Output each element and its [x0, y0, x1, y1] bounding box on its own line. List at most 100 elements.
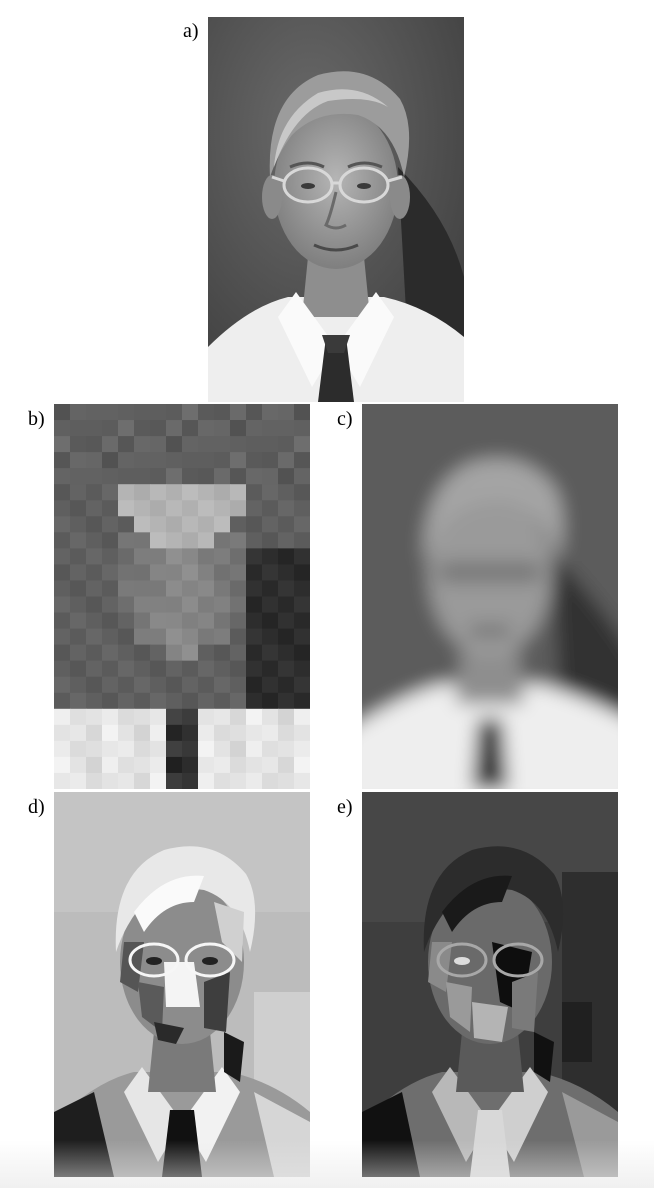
mosaic-block [102, 532, 119, 549]
mosaic-block [198, 628, 215, 646]
mosaic-block [134, 500, 151, 517]
mosaic-block [134, 452, 151, 469]
portrait-posterized-light [54, 792, 310, 1177]
mosaic-block [262, 580, 279, 597]
mosaic-block [262, 564, 279, 581]
mosaic-block [198, 580, 215, 597]
mosaic-block [246, 692, 263, 710]
mosaic-block [54, 404, 71, 421]
mosaic-block [166, 628, 183, 646]
mosaic-block [294, 564, 310, 581]
mosaic-block [262, 532, 279, 549]
mosaic-block [214, 692, 231, 710]
mosaic-block [182, 484, 199, 501]
mosaic-block [246, 724, 263, 742]
mosaic-block [150, 548, 167, 565]
mosaic-block [86, 724, 103, 742]
mosaic-block [214, 452, 231, 469]
mosaic-block [230, 644, 247, 662]
mosaic-block [214, 516, 231, 533]
mosaic-block [262, 548, 279, 565]
mosaic-block [102, 708, 119, 726]
mosaic-block [86, 452, 103, 469]
panel-label-a: a) [183, 20, 199, 42]
mosaic-block [214, 644, 231, 662]
mosaic-block [278, 740, 295, 758]
mosaic-block [166, 516, 183, 533]
mosaic-block [182, 756, 199, 774]
mosaic-block [182, 644, 199, 662]
mosaic-block [230, 692, 247, 710]
mosaic-block [86, 596, 103, 614]
mosaic-block [54, 532, 71, 549]
mosaic-block [278, 580, 295, 597]
mosaic-block [166, 644, 183, 662]
mosaic-block [278, 564, 295, 581]
mosaic-block [214, 708, 231, 726]
mosaic-block [118, 420, 135, 437]
mosaic-block [86, 628, 103, 646]
mosaic-block [262, 452, 279, 469]
mosaic-block [294, 500, 310, 517]
mosaic-block [198, 484, 215, 501]
mosaic-block [54, 676, 71, 694]
mosaic-block [102, 564, 119, 581]
panel-label-d: d) [28, 796, 45, 818]
mosaic-block [54, 628, 71, 646]
mosaic-block [70, 692, 87, 710]
mosaic-block [262, 612, 279, 630]
mosaic-block [198, 612, 215, 630]
mosaic-block [214, 420, 231, 437]
mosaic-block [54, 596, 71, 614]
mosaic-block [262, 436, 279, 453]
mosaic-block [294, 484, 310, 501]
mosaic-block [246, 596, 263, 614]
mosaic-block [54, 772, 71, 789]
mosaic-block [54, 548, 71, 565]
mosaic-block [70, 772, 87, 789]
mosaic-block [118, 740, 135, 758]
mosaic-block [118, 548, 135, 565]
mosaic-block [166, 404, 183, 421]
mosaic-block [198, 660, 215, 678]
mosaic-block [150, 564, 167, 581]
mosaic-block [118, 724, 135, 742]
mosaic-block [182, 724, 199, 742]
mosaic-block [246, 660, 263, 678]
mosaic-block [182, 596, 199, 614]
mosaic-block [150, 516, 167, 533]
mosaic-block [182, 740, 199, 758]
mosaic-block [166, 660, 183, 678]
mosaic-block [134, 468, 151, 485]
mosaic-block [198, 596, 215, 614]
mosaic-block [118, 516, 135, 533]
mosaic-block [86, 468, 103, 485]
mosaic-block [214, 500, 231, 517]
mosaic-block [150, 708, 167, 726]
mosaic-block [70, 740, 87, 758]
mosaic-block [134, 756, 151, 774]
mosaic-block [230, 516, 247, 533]
mosaic-block [70, 580, 87, 597]
mosaic-block [294, 580, 310, 597]
mosaic-block [246, 580, 263, 597]
mosaic-block [278, 756, 295, 774]
mosaic-block [54, 644, 71, 662]
mosaic-block [70, 596, 87, 614]
mosaic-block [278, 532, 295, 549]
mosaic-block [166, 484, 183, 501]
mosaic-block [102, 596, 119, 614]
mosaic-block [118, 532, 135, 549]
mosaic-block [54, 484, 71, 501]
mosaic-block [198, 756, 215, 774]
mosaic-block [102, 452, 119, 469]
mosaic-block [166, 612, 183, 630]
mosaic-block [134, 484, 151, 501]
mosaic-block [134, 660, 151, 678]
mosaic-block [150, 500, 167, 517]
mosaic-block [182, 676, 199, 694]
mosaic-block [182, 580, 199, 597]
mosaic-block [198, 644, 215, 662]
mosaic-block [150, 468, 167, 485]
mosaic-block [214, 564, 231, 581]
